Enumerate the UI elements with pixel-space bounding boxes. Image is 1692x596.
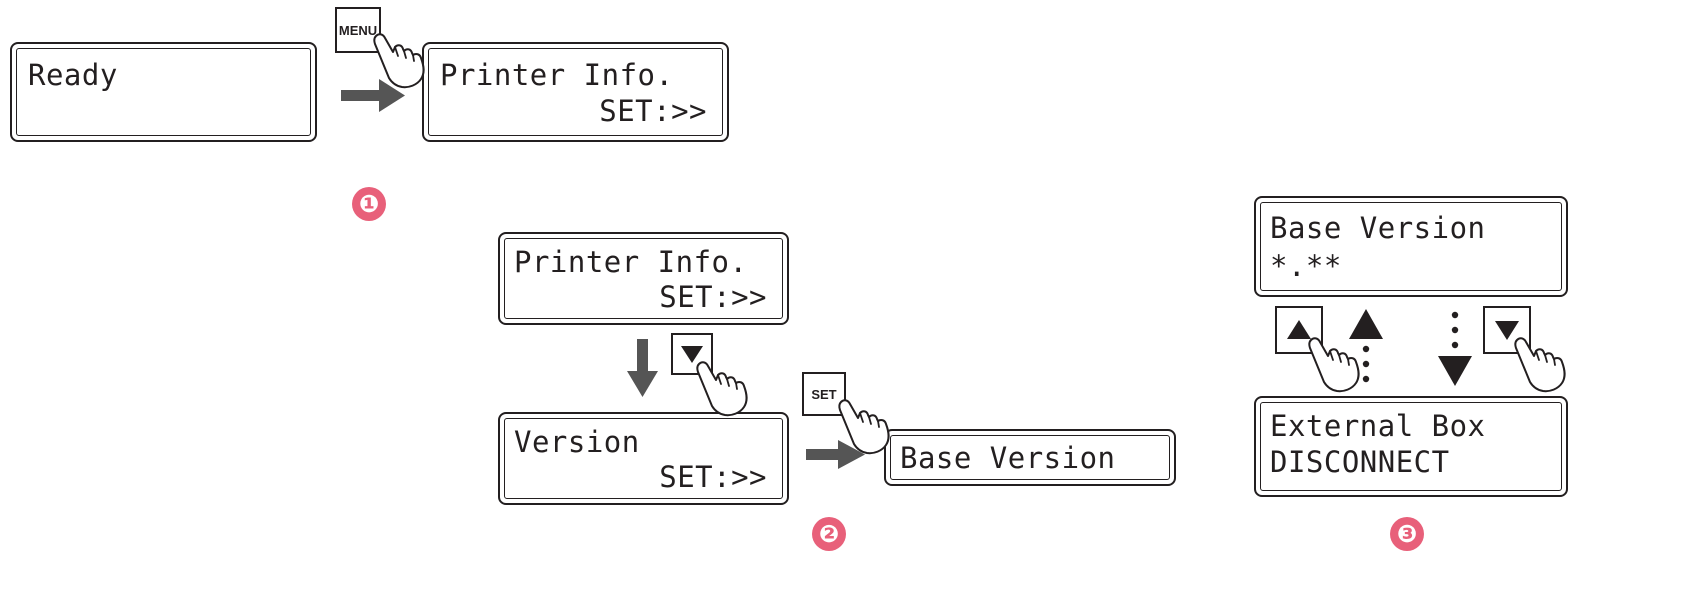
lcd-version-line1: Version [514,425,640,459]
lcd-ready-line1: Ready [28,58,118,92]
lcd-printer-info-mid: Printer Info. SET:>> [498,232,789,325]
lcd-base-version-line1: Base Version [1270,211,1486,245]
step-badge-3: ❸ [1390,517,1424,551]
lcd-version: Version SET:>> [498,412,789,505]
lcd-external-box-line1: External Box [1270,409,1486,443]
lcd-external-box: External Box DISCONNECT [1254,396,1568,497]
triangle-down-icon [681,346,703,363]
hand-pointer-icon [1308,337,1360,393]
lcd-printer-info-top-line2: SET:>> [599,94,707,128]
down-key-button-step2[interactable] [671,333,713,375]
step-badge-1: ❶ [352,187,386,221]
arrow-right-icon [806,440,865,469]
dotted-down-arrow-icon [1438,311,1472,386]
step-badge-2-label: ❷ [818,520,840,548]
lcd-printer-info-mid-line2: SET:>> [659,280,767,314]
set-key-button[interactable]: SET [802,372,846,416]
arrow-down-icon [627,339,658,397]
lcd-printer-info-mid-line1: Printer Info. [514,245,748,279]
step-badge-3-label: ❸ [1396,520,1418,548]
lcd-printer-info-top-line1: Printer Info. [440,58,674,92]
lcd-version-line2: SET:>> [659,460,767,494]
lcd-external-box-line2: DISCONNECT [1270,445,1450,479]
lcd-printer-info-top: Printer Info. SET:>> [422,42,729,142]
lcd-base-version-line2: *.** [1270,249,1342,283]
menu-key-label: MENU [338,22,378,38]
lcd-base-version: Base Version *.** [1254,196,1568,297]
hand-pointer-icon [696,361,748,417]
hand-pointer-icon [1514,337,1566,393]
step-badge-1-label: ❶ [358,190,380,218]
step-badge-2: ❷ [812,517,846,551]
lcd-base-version-small-line1: Base Version [900,441,1116,475]
set-key-label: SET [811,386,837,402]
menu-key-button[interactable]: MENU [335,7,381,53]
lcd-base-version-small: Base Version [884,429,1176,486]
arrow-right-icon [341,79,405,112]
triangle-down-icon [1495,321,1519,340]
hand-pointer-icon [373,33,425,89]
lcd-ready: Ready [10,42,317,142]
dotted-up-arrow-icon [1349,309,1383,383]
triangle-up-icon [1287,320,1311,339]
